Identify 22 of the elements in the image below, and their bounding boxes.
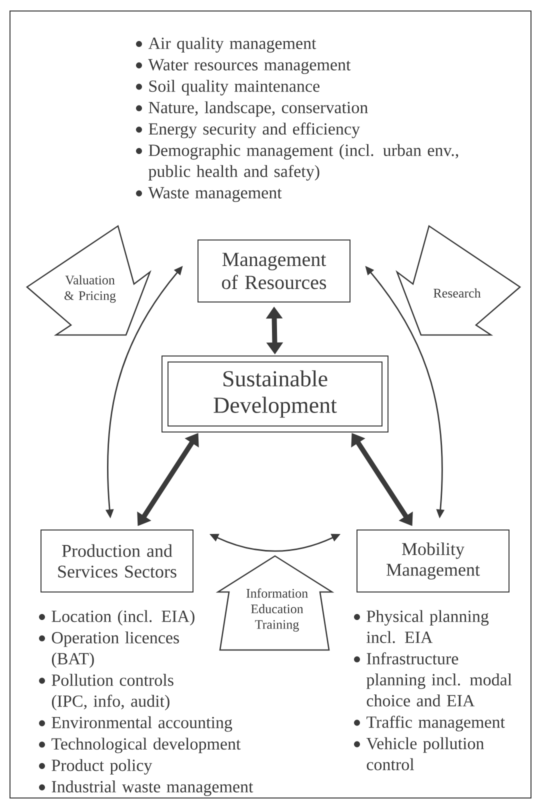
bullet-item: Waste management bbox=[136, 187, 282, 202]
bullet-item: Pollution controls (IPC, info, audit) bbox=[39, 674, 174, 710]
bullet-item: Environmental accounting bbox=[39, 716, 232, 732]
bullet-item: Infrastructure planning incl. modal choice and EIA bbox=[354, 652, 512, 706]
bullet-item: Location (incl. EIA) bbox=[39, 610, 194, 626]
process-box: Production and Services Sectors bbox=[40, 530, 194, 592]
bullet-item: Product policy bbox=[39, 759, 152, 775]
bullet-item: Nature, landscape, conservation bbox=[136, 101, 368, 117]
bullet-item: Water resources management bbox=[136, 59, 351, 74]
bullet-item: Demographic management (incl. urban env., public health and safety) bbox=[136, 144, 458, 181]
bullet-item: Technological development bbox=[39, 738, 241, 754]
bullet-item: Air quality management bbox=[136, 37, 316, 53]
process-box: Mobility Management bbox=[356, 530, 510, 592]
bullet-item: Operation licences (BAT) bbox=[39, 632, 179, 668]
framed-box: Sustainable Development bbox=[162, 356, 388, 432]
bullet-item: Industrial waste management bbox=[39, 780, 254, 796]
bullet-item: Physical planning incl. EIA bbox=[354, 610, 489, 644]
process-box: Management of Resources bbox=[198, 240, 350, 302]
bullet-item: Energy security and efficiency bbox=[136, 122, 360, 138]
bullet-item: Traffic management bbox=[354, 716, 505, 732]
bullet-item: Soil quality maintenance bbox=[136, 80, 320, 96]
bullet-item: Vehicle pollution control bbox=[354, 737, 484, 770]
